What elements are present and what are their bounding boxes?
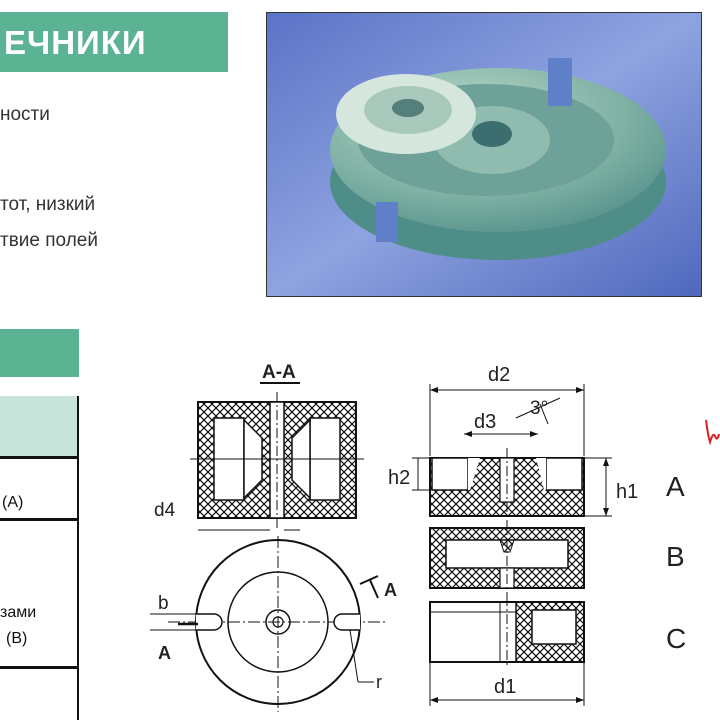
type-b-label: B bbox=[666, 541, 685, 572]
section-title-bar: ЕЧНИКИ bbox=[0, 12, 228, 72]
table-cell-b-line2: (B) bbox=[6, 630, 28, 647]
cut-a-right: A bbox=[384, 580, 397, 600]
type-a-label: A bbox=[666, 471, 685, 502]
table-cell-a: (A) bbox=[2, 494, 24, 511]
section-title: ЕЧНИКИ bbox=[4, 24, 147, 61]
table-header-bar bbox=[0, 329, 79, 377]
d2-label: d2 bbox=[488, 364, 510, 386]
table-rule bbox=[0, 456, 79, 459]
type-c-label: C bbox=[666, 623, 686, 654]
table-rule bbox=[0, 518, 79, 521]
d4-label: d4 bbox=[154, 500, 176, 521]
intro-line-3: твие полей bbox=[0, 230, 98, 251]
pot-core-photo bbox=[266, 12, 702, 297]
d1-label: d1 bbox=[494, 676, 516, 698]
h1-label: h1 bbox=[616, 481, 638, 503]
intro-line-1: ности bbox=[0, 104, 50, 125]
cut-a-left: A bbox=[158, 643, 171, 663]
section-label: A-A bbox=[262, 362, 296, 383]
red-annotation-mark bbox=[705, 419, 720, 446]
table-subheader bbox=[0, 396, 79, 456]
intro-line-2: тот, низкий bbox=[0, 194, 96, 215]
d3-label: d3 bbox=[474, 411, 496, 433]
table-rule bbox=[0, 666, 79, 669]
table-cell-b-line1: зами bbox=[0, 604, 37, 621]
table-vertical-rule bbox=[77, 396, 79, 720]
angle-label: 3° bbox=[530, 398, 548, 419]
r-label: r bbox=[376, 672, 382, 692]
b-label: b bbox=[158, 593, 169, 614]
h2-label: h2 bbox=[388, 467, 410, 489]
